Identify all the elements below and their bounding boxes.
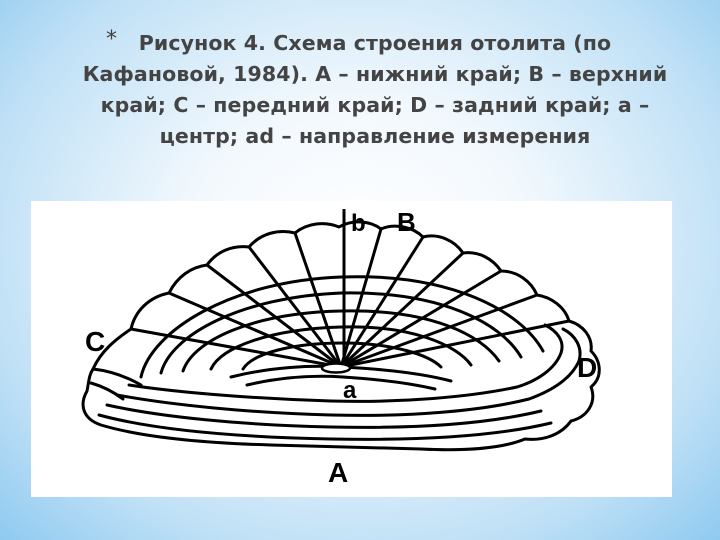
sulcus: [247, 376, 435, 389]
radial-line: [131, 329, 341, 367]
label-B: B: [397, 207, 416, 237]
otolith-figure-panel: b B C D a A: [31, 201, 672, 497]
otolith-diagram: b B C D a A: [31, 201, 672, 497]
radial-line: [341, 295, 537, 367]
radial-line: [169, 293, 341, 367]
otolith-centre-point: [322, 364, 350, 373]
label-A: A: [328, 457, 348, 488]
label-b: b: [351, 210, 366, 237]
growth-ring: [93, 369, 141, 385]
growth-ring: [129, 385, 517, 401]
growth-ring: [117, 395, 529, 415]
caption-block: Рисунок 4. Схема строения отолита (по Ка…: [70, 28, 680, 152]
label-a: a: [343, 377, 357, 404]
growth-ring: [91, 383, 123, 399]
label-C: C: [85, 326, 105, 357]
label-D: D: [577, 352, 597, 383]
growth-ring: [517, 325, 562, 387]
figure-caption: Рисунок 4. Схема строения отолита (по Ка…: [70, 28, 680, 152]
